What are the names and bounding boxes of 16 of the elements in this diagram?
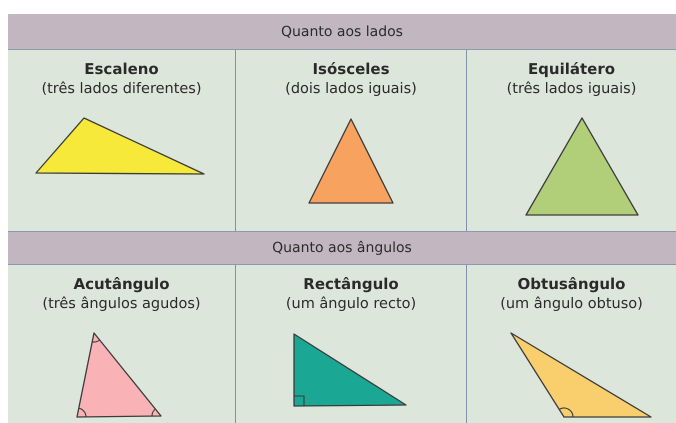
triangle-type-name: Isósceles [312,59,390,79]
triangle-description: (um ângulo obtuso) [500,295,643,314]
triangle-description: (três lados iguais) [506,80,636,99]
triangle-type-name: Rectângulo [303,274,399,294]
triangle-description: (três lados diferentes) [41,80,202,99]
section-header-band [8,231,676,265]
triangle-type-name: Escaleno [84,59,159,79]
triangle-description: (um ângulo recto) [286,295,416,314]
section-heading: Quanto aos lados [281,24,403,40]
triangle-description: (dois lados iguais) [285,80,417,99]
triangle-type-name: Obtusângulo [518,274,626,294]
section-header-band [8,14,676,50]
section-heading: Quanto aos ângulos [272,240,412,256]
triangle-description: (três ângulos agudos) [42,295,201,314]
triangle-type-name: Acutângulo [73,274,170,294]
triangle-type-name: Equilátero [528,59,616,79]
